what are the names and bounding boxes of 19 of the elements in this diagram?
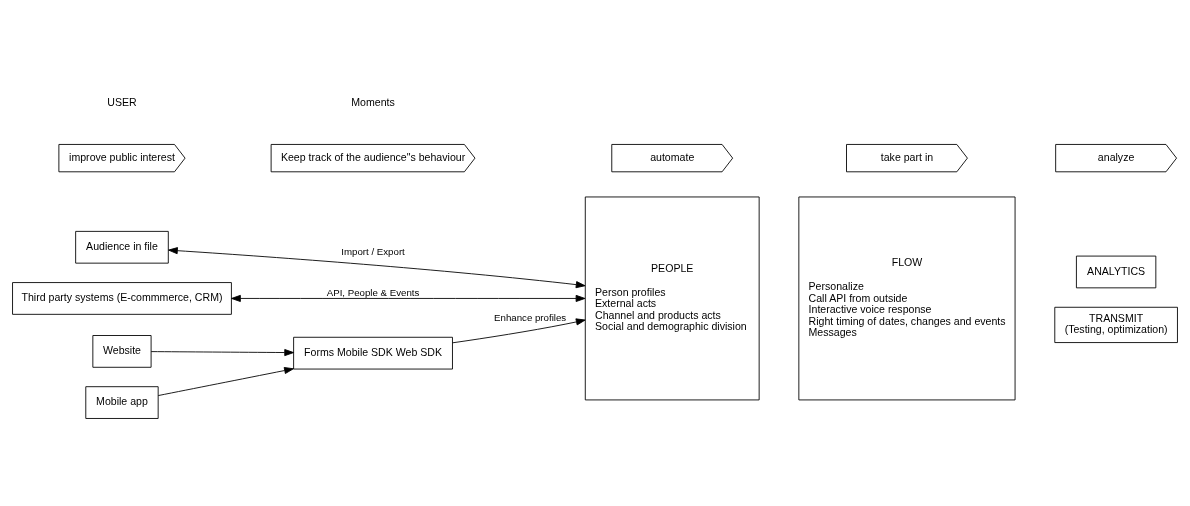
- arrow: [168, 247, 586, 289]
- node-box: ANALYTICS: [1075, 255, 1157, 289]
- node-box: PEOPLE Person profiles External acts Channel and products acts Social and demographic division: [584, 196, 760, 401]
- node-box: Mobile app: [85, 386, 159, 419]
- edge-label: API, People & Events: [326, 286, 420, 298]
- edge-label: Enhance profiles: [494, 312, 567, 324]
- node-box: Forms Mobile SDK Web SDK: [293, 336, 453, 370]
- node-box: FLOW Personalize Call API from outside Interactive voice response Right timing of dates, changes and events Messages: [798, 196, 1016, 401]
- arrow: [231, 294, 586, 302]
- node-box: TRANSMIT (Testing, optimization): [1054, 306, 1178, 343]
- edge-label: Import / Export: [341, 246, 405, 258]
- arrow: [150, 349, 294, 357]
- label: Moments: [351, 96, 395, 109]
- node-box: Third party systems (E-commmerce, CRM): [12, 282, 232, 315]
- node-box: Website: [92, 335, 152, 368]
- arrow: [157, 367, 294, 396]
- label: USER: [107, 96, 137, 109]
- arrow: [452, 318, 586, 344]
- node-box: Audience in file: [75, 230, 169, 264]
